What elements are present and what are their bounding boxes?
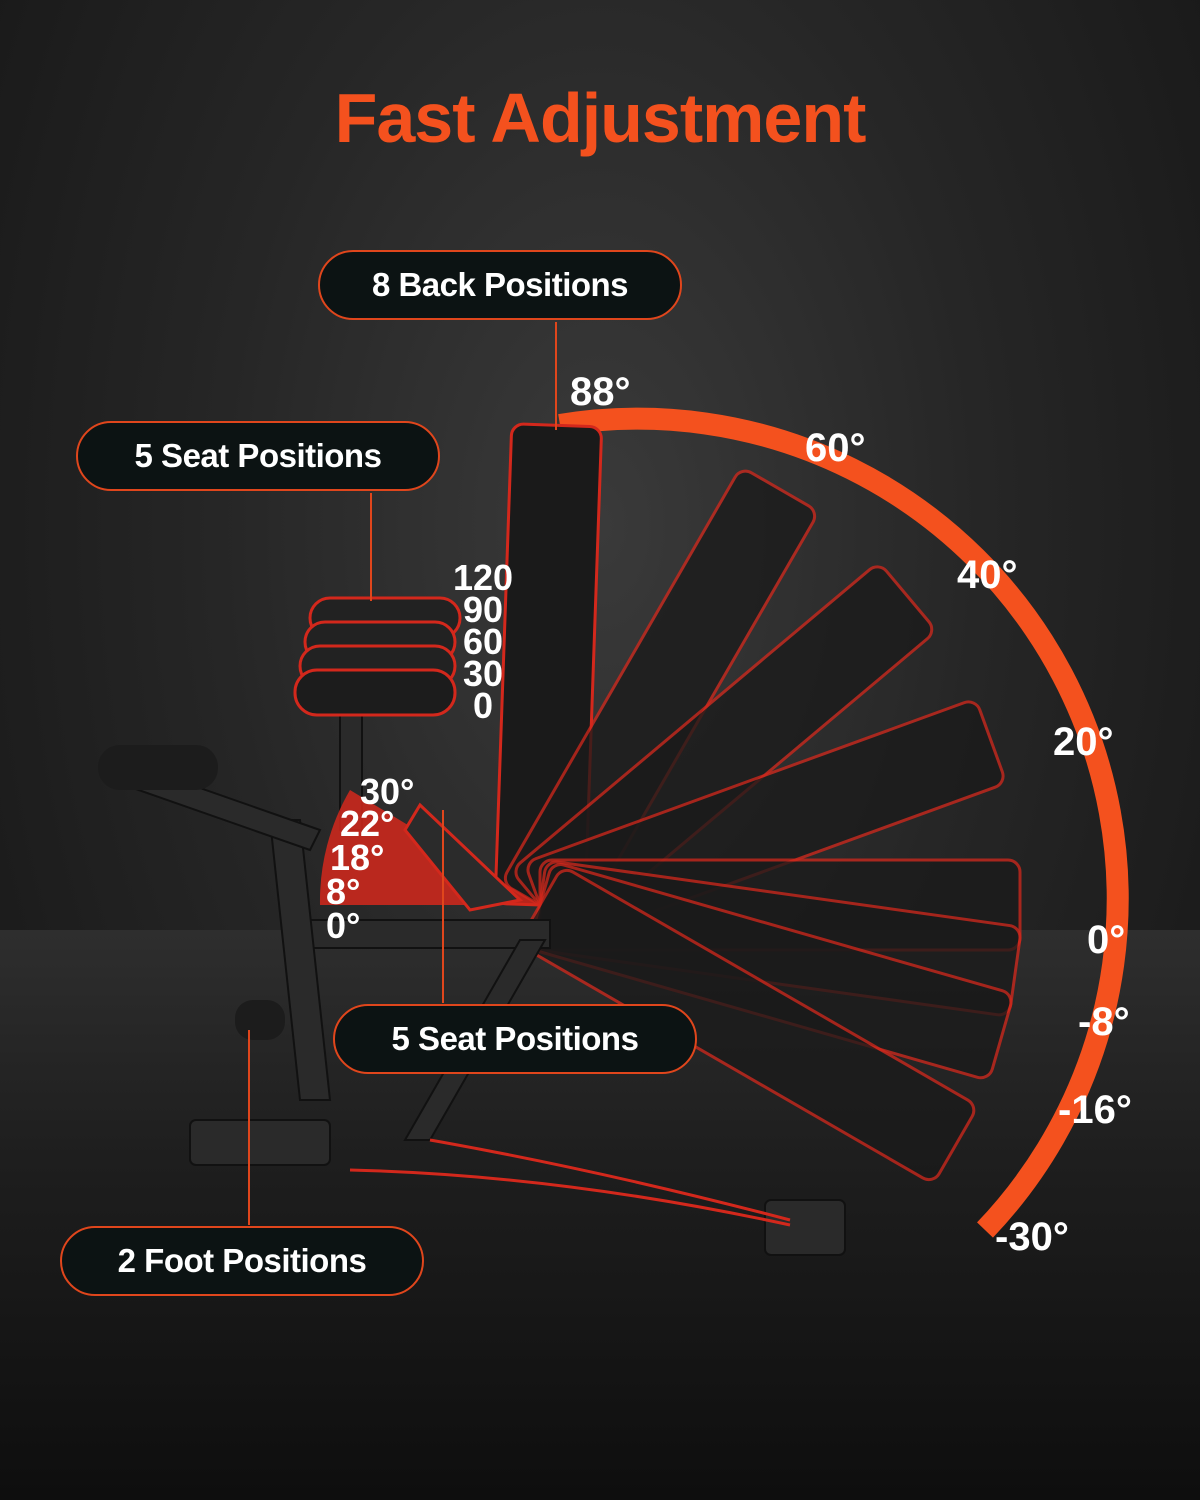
- seat-angle-label: 30°: [360, 771, 415, 812]
- angle-label: 40°: [957, 553, 1018, 597]
- leg-rollers: [98, 596, 462, 1040]
- angle-label: -8°: [1078, 1000, 1130, 1044]
- angle-label: 0°: [1087, 918, 1126, 962]
- leg-position-label: 30: [462, 653, 504, 694]
- adjustment-arc: [558, 407, 1129, 1238]
- back-positions-callout: 8 Back Positions: [318, 250, 682, 320]
- angle-label: -16°: [1058, 1088, 1132, 1132]
- leg-position-label: 60: [462, 621, 504, 662]
- seat-positions-callout-bottom: 5 Seat Positions: [333, 1004, 697, 1074]
- seat-angle-label: 18°: [330, 837, 385, 878]
- angle-label: 88°: [570, 370, 631, 414]
- seat-angle-label: 8°: [326, 871, 361, 912]
- seat-angle-label: 0°: [326, 905, 361, 946]
- angle-label: 60°: [805, 426, 866, 470]
- connector-line: [555, 322, 557, 430]
- seat-positions-callout-top: 5 Seat Positions: [76, 421, 440, 491]
- connector-line: [248, 1030, 250, 1225]
- angle-label: 20°: [1053, 720, 1114, 764]
- leg-position-label: 90: [462, 589, 504, 630]
- seat-angle-label: 22°: [340, 803, 395, 844]
- page-title: Fast Adjustment: [334, 79, 867, 157]
- connector-line: [442, 810, 444, 1003]
- resistance-band: [349, 1168, 791, 1227]
- connector-line: [370, 493, 372, 601]
- foot-positions-callout: 2 Foot Positions: [60, 1226, 424, 1296]
- angle-label: -30°: [995, 1215, 1069, 1259]
- resistance-band: [429, 1138, 791, 1222]
- leg-position-label: 120: [452, 557, 514, 598]
- leg-position-label: 0: [472, 685, 494, 726]
- seat-pad: [403, 802, 524, 912]
